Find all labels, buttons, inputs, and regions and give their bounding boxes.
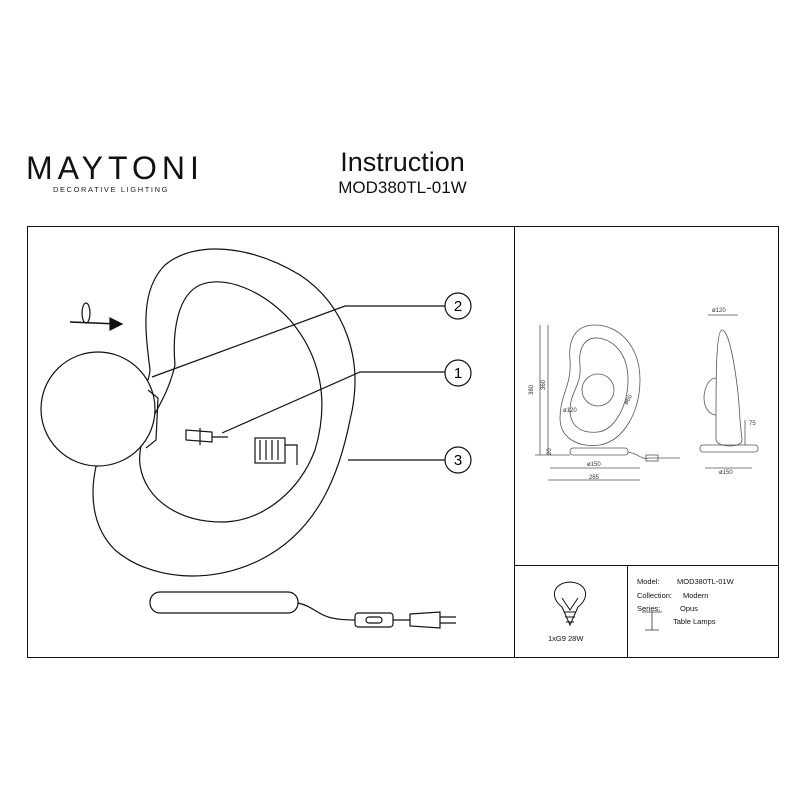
plug	[409, 611, 441, 629]
spec-type-value: Table Lamps	[673, 617, 716, 626]
shade-holder	[145, 389, 159, 449]
dim-side-height: 75	[749, 421, 756, 427]
dim-height-body: 360	[541, 379, 547, 390]
dim-width-total: 265	[589, 475, 600, 481]
callout-3: 3	[454, 452, 462, 469]
dim-base-diameter-side: ø150	[719, 470, 733, 476]
brand-logo: MAYTONI DECORATIVE LIGHTING	[26, 150, 204, 194]
bulb-icon	[554, 581, 586, 627]
power-cable	[297, 602, 356, 621]
brand-tagline: DECORATIVE LIGHTING	[52, 185, 170, 194]
ring-outer	[92, 248, 356, 577]
dim-base-height: 20	[547, 448, 553, 455]
spec-collection-label: Collection:	[637, 591, 673, 600]
page-title: Instruction	[340, 147, 465, 177]
g9-bulb	[185, 428, 228, 445]
ring-inner	[139, 281, 323, 523]
front-view-drawing	[535, 324, 680, 481]
document-title: Instruction MOD380TL-01W	[330, 146, 475, 198]
divider-spec	[627, 565, 628, 658]
callout-2: 2	[454, 298, 462, 315]
side-view-drawing	[699, 314, 759, 469]
callout-1: 1	[454, 365, 462, 382]
bulb-label: 1xG9 28W	[548, 634, 584, 643]
lamp-base	[149, 591, 299, 614]
dim-ring-width: ø60	[624, 393, 635, 406]
spec-series-value: Opus	[680, 604, 698, 613]
model-code: MOD380TL-01W	[338, 178, 467, 197]
divider-vertical	[514, 226, 515, 658]
cable-switch	[354, 612, 394, 628]
drawing-frame	[27, 226, 779, 658]
dim-shade-diameter: ø120	[563, 408, 577, 414]
leader-1	[221, 371, 445, 434]
spec-model-label: Model:	[637, 577, 660, 586]
spec-model-value: MOD380TL-01W	[677, 577, 734, 586]
divider-horizontal	[514, 565, 779, 566]
dim-top-diameter-side: ø120	[712, 308, 726, 314]
spec-collection-value: Modern	[683, 591, 709, 600]
dim-base-diameter-front: ø150	[587, 462, 601, 468]
dim-height-total: 380	[529, 384, 535, 395]
main-lamp-drawing	[40, 248, 472, 629]
lamp-socket	[254, 437, 286, 464]
spec-series-label: Series:	[637, 604, 661, 613]
glass-shade	[40, 351, 156, 467]
brand-name: MAYTONI	[26, 150, 204, 186]
leader-2	[151, 305, 445, 378]
table-lamp-icon	[642, 611, 662, 631]
